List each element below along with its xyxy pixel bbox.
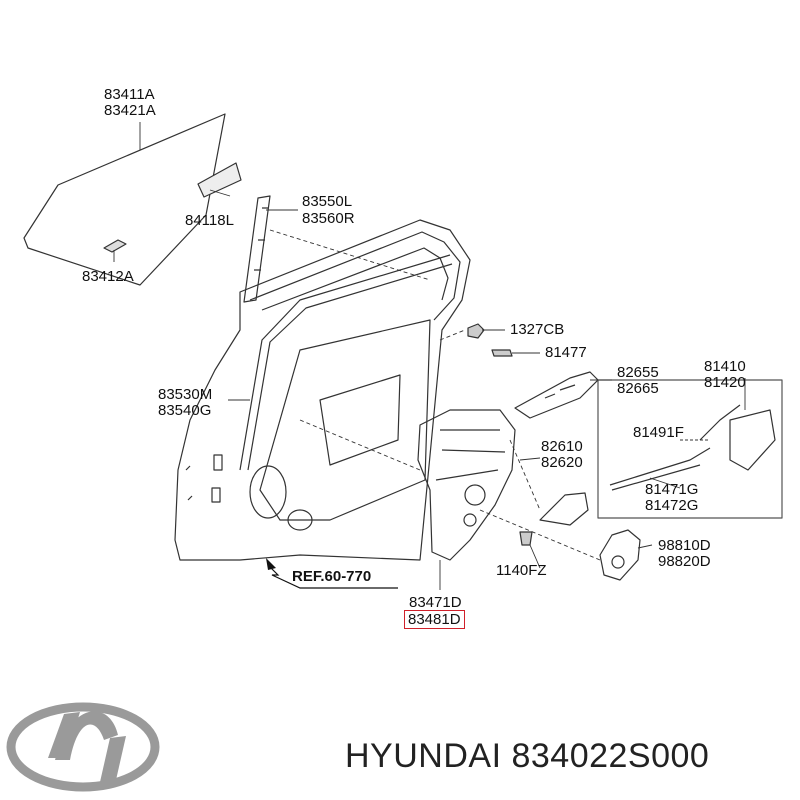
bolt-81477 bbox=[491, 349, 513, 357]
part-label-81420: 81420 bbox=[704, 374, 746, 391]
part-label-83481d-highlighted: 83481D bbox=[404, 610, 465, 629]
part-label-98820d: 98820D bbox=[658, 553, 711, 570]
outside-handle bbox=[514, 371, 599, 419]
part-label-83550l: 83550L bbox=[302, 193, 353, 210]
run-channel bbox=[243, 195, 271, 303]
window-regulator bbox=[417, 409, 516, 561]
bolt-1327cb bbox=[467, 323, 485, 339]
part-label-83540g: 83540G bbox=[158, 402, 212, 419]
part-label-98810d: 98810D bbox=[658, 537, 711, 554]
hyundai-logo-icon bbox=[6, 702, 160, 792]
bolt-1140fz bbox=[519, 531, 533, 546]
part-label-82655: 82655 bbox=[617, 364, 659, 381]
part-label-82665: 82665 bbox=[617, 380, 659, 397]
part-label-84118l: 84118L bbox=[185, 212, 234, 229]
latch-box bbox=[597, 379, 783, 519]
part-label-81491f: 81491F bbox=[633, 424, 684, 441]
part-label-83560r: 83560R bbox=[302, 210, 355, 227]
part-label-81471g: 81471G bbox=[645, 481, 699, 498]
part-label-83471d: 83471D bbox=[409, 594, 462, 611]
inside-handle bbox=[539, 492, 589, 526]
part-label-83412a: 83412A bbox=[82, 268, 134, 285]
glass-clip bbox=[103, 239, 127, 253]
glass-patch bbox=[197, 162, 242, 198]
door-frame bbox=[174, 219, 471, 561]
part-label-1327cb: 1327CB bbox=[510, 321, 565, 338]
part-label-81410: 81410 bbox=[704, 358, 746, 375]
door-seal bbox=[239, 254, 451, 471]
ref-arrow bbox=[267, 564, 398, 589]
part-label-83421a: 83421A bbox=[104, 102, 156, 119]
part-label-83411a: 83411A bbox=[104, 86, 155, 103]
part-label-82610: 82610 bbox=[541, 438, 583, 455]
door-glass bbox=[23, 113, 226, 286]
part-label-1140fz: 1140FZ bbox=[496, 562, 547, 579]
regulator-motor bbox=[599, 529, 641, 581]
part-label-81472g: 81472G bbox=[645, 497, 699, 514]
part-label-82620: 82620 bbox=[541, 454, 583, 471]
part-label-83530m: 83530M bbox=[158, 386, 213, 403]
brand-part-number: HYUNDAI 834022S000 bbox=[345, 737, 710, 775]
part-label-81477: 81477 bbox=[545, 344, 587, 361]
ref-label: REF.60-770 bbox=[292, 568, 372, 585]
